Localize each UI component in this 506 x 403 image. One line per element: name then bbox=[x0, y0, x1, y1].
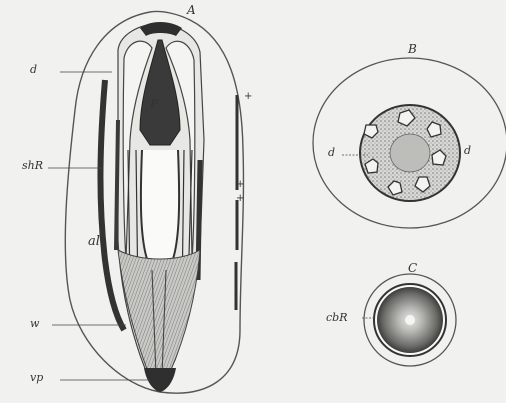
figure-b-cross-section bbox=[313, 58, 506, 228]
b-center bbox=[390, 134, 430, 172]
label-b: B bbox=[408, 43, 417, 55]
dagger-2: + bbox=[236, 180, 244, 190]
lower-stippled-region bbox=[118, 250, 200, 372]
label-d-top: d bbox=[30, 64, 37, 75]
label-al: al bbox=[88, 235, 100, 248]
central-cavity bbox=[141, 150, 179, 273]
c-center-dot bbox=[405, 315, 415, 325]
figure-a-longitudinal-section bbox=[48, 11, 243, 393]
label-vp: vp bbox=[30, 372, 43, 383]
figure-c-cross-section bbox=[362, 274, 456, 366]
label-b-right: d bbox=[464, 145, 471, 156]
label-c: C bbox=[408, 262, 417, 274]
dagger-1: + bbox=[244, 92, 252, 102]
label-b-left: d bbox=[328, 147, 335, 158]
label-cbR: cbR bbox=[326, 312, 347, 323]
dagger-3: + bbox=[236, 194, 244, 204]
label-w: w bbox=[30, 318, 39, 329]
label-a: A bbox=[187, 4, 196, 16]
label-shR: shR bbox=[22, 160, 43, 171]
label-p: P bbox=[150, 98, 158, 110]
inner-band-left bbox=[116, 120, 118, 250]
